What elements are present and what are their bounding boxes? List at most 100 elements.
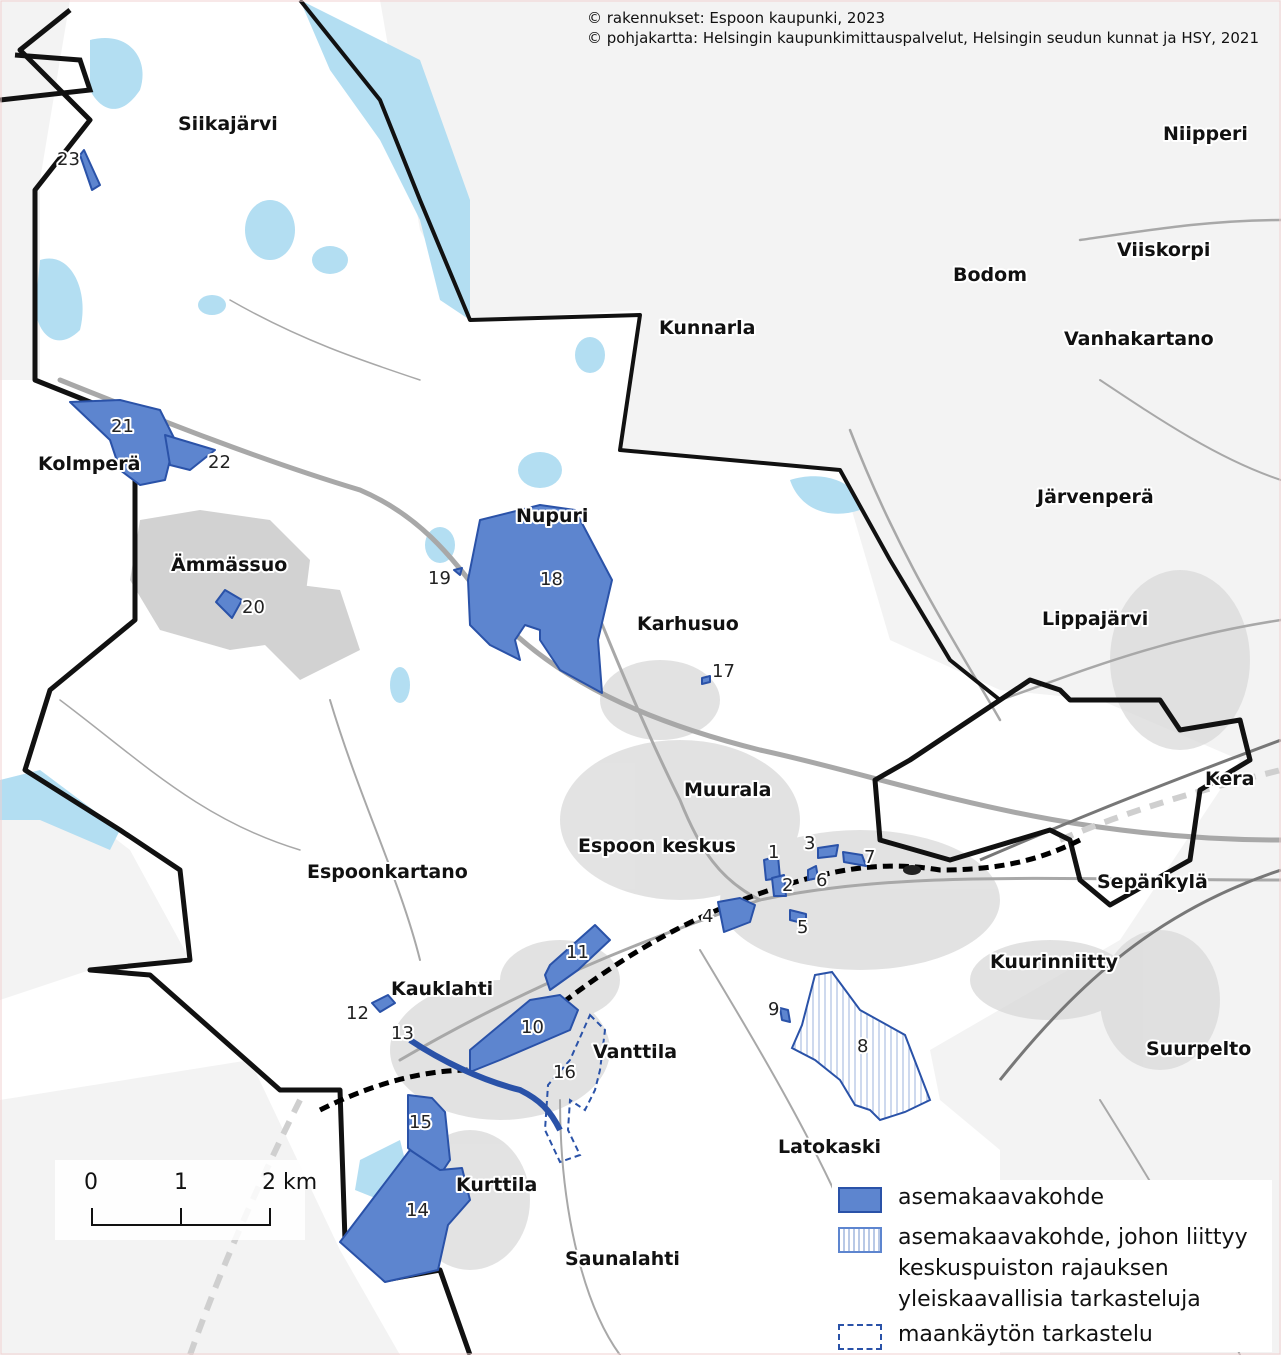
scale-bar-line bbox=[91, 1208, 271, 1226]
plan-area-18[interactable] bbox=[467, 504, 613, 694]
scale-bar-bg bbox=[55, 1160, 305, 1240]
area-number-labels: 23 21 22 19 18 20 17 3 1 7 2 6 4 5 11 9 … bbox=[55, 147, 877, 1223]
label-6: 6 bbox=[816, 870, 827, 891]
legend: asemakaavakohde asemakaavakohde, johon l… bbox=[832, 1180, 1272, 1352]
label-9: 9 bbox=[768, 999, 779, 1020]
plan-area-11[interactable] bbox=[544, 924, 611, 991]
place-sepankyla: Sepänkylä bbox=[1097, 871, 1208, 893]
label-19: 19 bbox=[428, 568, 451, 589]
plan-area-5[interactable] bbox=[789, 909, 807, 925]
plan-areas bbox=[69, 149, 867, 1283]
label-15: 15 bbox=[409, 1112, 432, 1133]
plan-area-13-corridor[interactable] bbox=[408, 1037, 563, 1132]
place-niipperi: Niipperi bbox=[1163, 123, 1248, 145]
label-23: 23 bbox=[57, 149, 80, 170]
label-4: 4 bbox=[702, 906, 713, 927]
ammassuo-area bbox=[130, 510, 360, 680]
place-vanttila: Vanttila bbox=[593, 1041, 677, 1063]
plan-area-2[interactable] bbox=[771, 874, 787, 897]
legend-row-plan-area: asemakaavakohde bbox=[838, 1182, 1268, 1213]
place-kuurinniitty: Kuurinniitty bbox=[990, 951, 1119, 973]
copyright-credits: © rakennukset: Espoon kaupunki, 2023 © p… bbox=[587, 8, 1259, 48]
place-latokaski: Latokaski bbox=[778, 1136, 881, 1158]
plan-area-6[interactable] bbox=[807, 865, 819, 881]
label-1: 1 bbox=[768, 842, 779, 863]
legend-label-plan-area: asemakaavakohde bbox=[898, 1185, 1105, 1210]
scale-tick-2: 2 km bbox=[262, 1170, 317, 1195]
place-kera: Kera bbox=[1205, 768, 1254, 790]
station-marker bbox=[903, 865, 921, 875]
label-12: 12 bbox=[346, 1003, 369, 1024]
place-kolmpera: Kolmperä bbox=[38, 453, 140, 475]
plan-area-10[interactable] bbox=[469, 994, 579, 1073]
legend-swatch-dashed bbox=[838, 1324, 882, 1350]
label-2: 2 bbox=[782, 875, 793, 896]
legend-swatch-solid bbox=[838, 1187, 882, 1213]
label-3: 3 bbox=[804, 833, 815, 854]
place-viiskorpi: Viiskorpi bbox=[1117, 239, 1210, 261]
water-bodies bbox=[0, 0, 860, 1200]
plan-area-19[interactable] bbox=[453, 567, 463, 576]
legend-swatch-hatched bbox=[838, 1227, 882, 1253]
plan-area-12[interactable] bbox=[371, 994, 396, 1013]
place-jarvenpera: Järvenperä bbox=[1035, 486, 1154, 508]
legend-row-plan-area-park: asemakaavakohde, johon liittyy keskuspui… bbox=[838, 1222, 1268, 1315]
place-espoonkartano: Espoonkartano bbox=[307, 861, 468, 883]
credit-buildings: © rakennukset: Espoon kaupunki, 2023 bbox=[586, 9, 886, 27]
plan-area-7[interactable] bbox=[842, 851, 867, 867]
plan-area-23[interactable] bbox=[79, 149, 101, 191]
label-10: 10 bbox=[521, 1017, 544, 1038]
place-vanhakartano: Vanhakartano bbox=[1064, 328, 1214, 350]
legend-row-land-use: maankäytön tarkastelu bbox=[838, 1319, 1268, 1350]
plan-area-4[interactable] bbox=[717, 897, 756, 933]
highway-south bbox=[998, 868, 1281, 1081]
place-labels: Siikajärvi Niipperi Viiskorpi Bodom Kunn… bbox=[36, 111, 1256, 1272]
label-7: 7 bbox=[864, 847, 875, 868]
espoo-boundary-north bbox=[298, 0, 1002, 702]
place-espoon-keskus: Espoon keskus bbox=[578, 835, 736, 857]
scale-tick-0: 0 bbox=[84, 1170, 98, 1195]
legend-label-plan-area-park: asemakaavakohde, johon liittyy keskuspui… bbox=[898, 1225, 1248, 1312]
plan-area-21[interactable] bbox=[69, 399, 176, 486]
plan-area-17[interactable] bbox=[701, 675, 711, 685]
legend-label-land-use: maankäytön tarkastelu bbox=[898, 1322, 1153, 1347]
plan-area-3[interactable] bbox=[817, 844, 839, 859]
espoo-boundary bbox=[17, 8, 473, 1355]
espoo-boundary-east bbox=[872, 677, 1253, 908]
scale-bar: 0 1 2 km bbox=[55, 1160, 317, 1240]
label-11: 11 bbox=[566, 942, 589, 963]
plan-area-8[interactable] bbox=[790, 970, 932, 1122]
label-16: 16 bbox=[553, 1062, 576, 1083]
label-22: 22 bbox=[208, 452, 231, 473]
label-21: 21 bbox=[111, 416, 134, 437]
label-20: 20 bbox=[242, 597, 265, 618]
place-saunalahti: Saunalahti bbox=[565, 1248, 680, 1270]
plan-area-20[interactable] bbox=[215, 589, 243, 619]
place-suurpelto: Suurpelto bbox=[1146, 1038, 1251, 1060]
land-use-16[interactable] bbox=[543, 1013, 607, 1164]
label-5: 5 bbox=[797, 917, 808, 938]
place-muurala: Muurala bbox=[684, 779, 772, 801]
scale-tick-1: 1 bbox=[174, 1170, 188, 1195]
plan-area-22[interactable] bbox=[164, 434, 216, 471]
place-ammassuo: Ämmässuo bbox=[171, 552, 287, 576]
place-bodom: Bodom bbox=[953, 264, 1027, 286]
plan-area-9[interactable] bbox=[779, 1007, 791, 1023]
place-kurttila: Kurttila bbox=[456, 1174, 537, 1196]
place-siikajarvi: Siikajärvi bbox=[178, 113, 278, 135]
credit-basemap: © pohjakartta: Helsingin kaupunkimittaus… bbox=[586, 29, 1259, 47]
label-18: 18 bbox=[540, 569, 563, 590]
planned-rail-east bbox=[1058, 767, 1281, 843]
label-17: 17 bbox=[712, 661, 735, 682]
place-lippajarvi: Lippajärvi bbox=[1042, 608, 1148, 630]
ring-road bbox=[979, 738, 1281, 862]
place-kauklahti: Kauklahti bbox=[391, 978, 493, 1000]
plan-area-14[interactable] bbox=[339, 1149, 471, 1283]
espoo-boundary-top-left bbox=[0, 52, 94, 103]
planned-rail bbox=[187, 1098, 303, 1355]
place-nupuri: Nupuri bbox=[516, 505, 588, 527]
label-14: 14 bbox=[406, 1200, 429, 1221]
place-kunnarla: Kunnarla bbox=[659, 317, 756, 339]
